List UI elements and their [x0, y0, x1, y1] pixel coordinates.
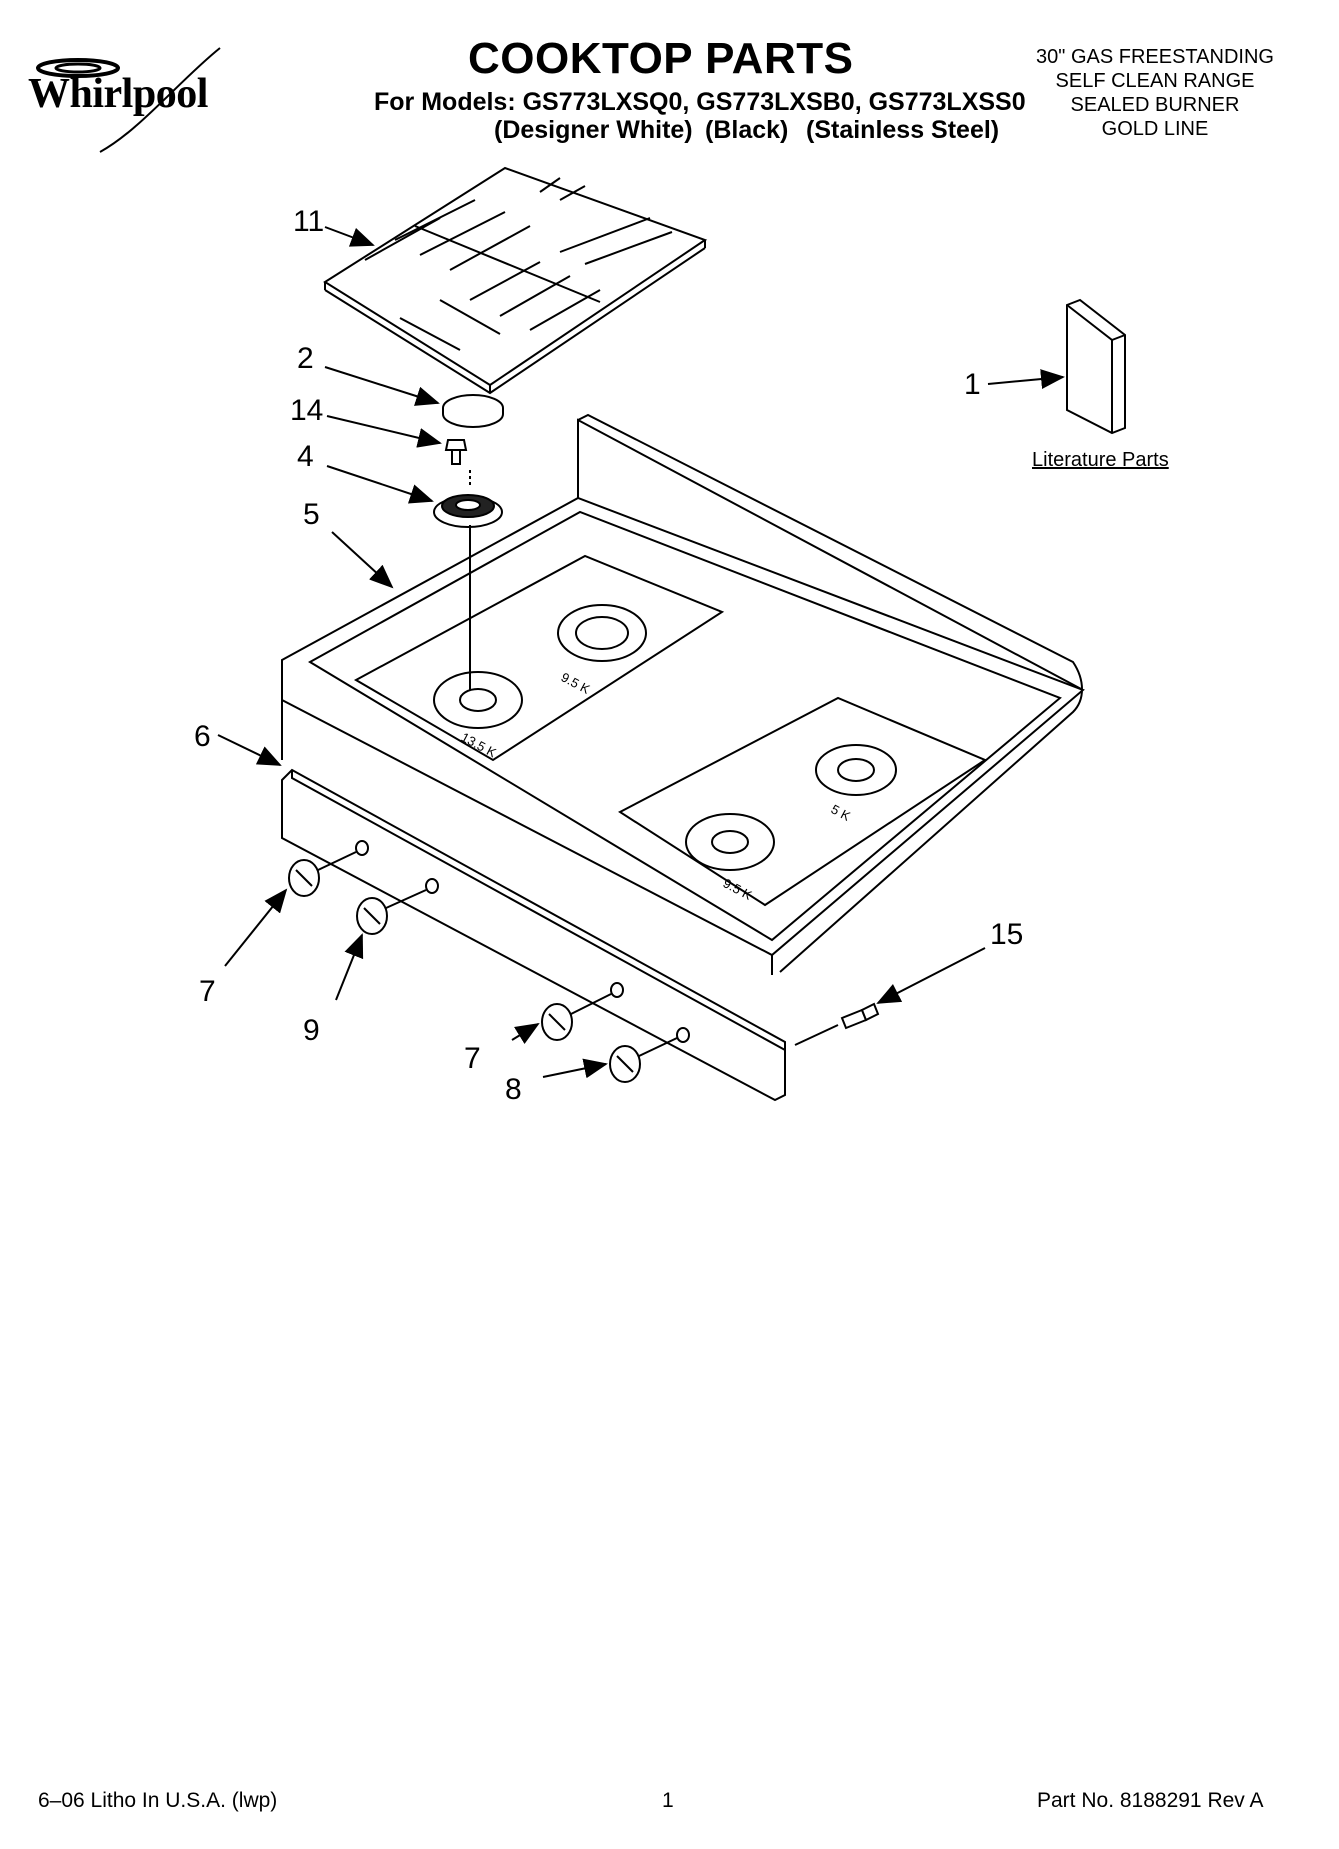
burner-rating: 9.5 K [559, 669, 593, 697]
callout-6: 6 [194, 720, 211, 753]
callout-15: 15 [990, 918, 1024, 951]
cooktop-burner-front-left [433, 671, 523, 729]
burner-rating: 9.5 K [721, 875, 755, 903]
callout-8: 8 [505, 1073, 522, 1106]
callout-arrows [217, 226, 1065, 1079]
callout-1: 1 [964, 368, 981, 401]
brand-logo: Whirlpool [20, 40, 260, 160]
footer-part-number: Part No. 8188291 Rev A [1037, 1789, 1264, 1812]
brand-name: Whirlpool [28, 71, 208, 117]
knob-part [541, 993, 612, 1041]
callout-5: 5 [303, 498, 320, 531]
literature-booklet-part [1066, 298, 1126, 435]
screw-part [444, 439, 468, 465]
logo-swoosh-icon [36, 47, 221, 153]
description-line: SEALED BURNER [1070, 94, 1240, 116]
callout-9: 9 [303, 1014, 320, 1047]
callout-4: 4 [297, 440, 314, 473]
variant-stainless: (Stainless Steel) [806, 116, 1000, 144]
grate-part [323, 166, 708, 395]
leader-line [794, 1024, 839, 1046]
variant-black: (Black) [705, 116, 789, 144]
knob-part [356, 889, 427, 935]
footer-litho: 6–06 Litho In U.S.A. (lwp) [38, 1789, 278, 1812]
cooktop-burner-back-left [557, 604, 647, 662]
footer-page-number: 1 [662, 1789, 674, 1812]
cooktop-burner-front-right [685, 813, 775, 871]
screw-part-15 [840, 1002, 880, 1030]
page-title: COOKTOP PARTS [468, 34, 854, 83]
description-line: SELF CLEAN RANGE [1055, 70, 1255, 92]
burner-cap-part [442, 394, 504, 428]
callout-7: 7 [199, 975, 216, 1008]
cooktop-part [281, 413, 1085, 975]
description-line: GOLD LINE [1101, 118, 1209, 140]
cooktop-burner-back-right [815, 744, 897, 796]
literature-parts-label: Literature Parts [1032, 449, 1169, 471]
control-panel-part [281, 768, 786, 1102]
description-line: 30" GAS FREESTANDING [1036, 46, 1274, 68]
models-line: For Models: GS773LXSQ0, GS773LXSB0, GS77… [374, 88, 1026, 116]
callout-7: 7 [464, 1042, 481, 1075]
knob-part [288, 851, 357, 897]
product-description: 30" GAS FREESTANDING SELF CLEAN RANGE SE… [1010, 45, 1300, 141]
burner-base-part [433, 470, 503, 528]
callout-2: 2 [297, 342, 314, 375]
variant-designer-white: (Designer White) [494, 116, 693, 144]
burner-rating: 5 K [829, 801, 854, 824]
knob-part [609, 1037, 678, 1083]
callout-14: 14 [290, 394, 324, 427]
callout-11: 11 [293, 205, 325, 238]
